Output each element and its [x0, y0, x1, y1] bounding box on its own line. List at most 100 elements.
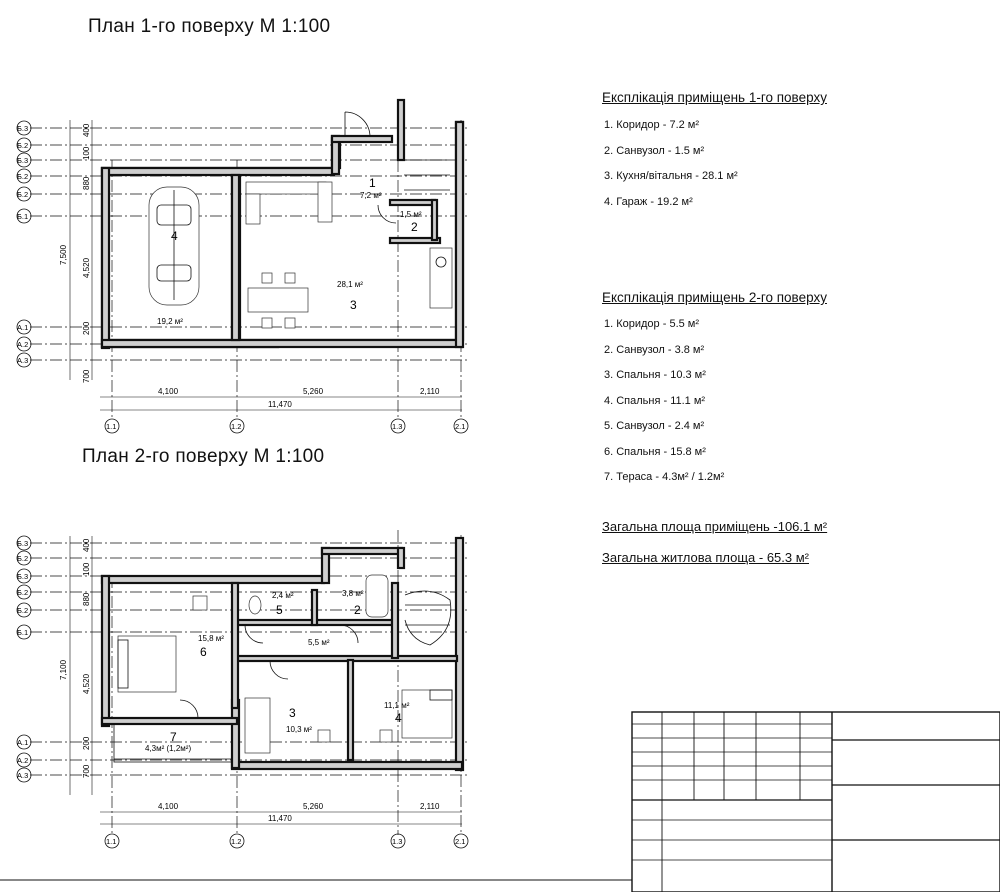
dimension-label: 200 — [82, 321, 91, 335]
explication2-title: Експлікація приміщень 2-го поверху — [602, 290, 827, 305]
axis-label: Б.2 — [17, 606, 28, 615]
bed-icon — [401, 689, 453, 739]
floor1-dimensions: 4,100 5,260 2,110 11,470 7,500 400 100 8… — [59, 120, 462, 411]
axis-label: Б.3 — [17, 124, 28, 133]
door-icon — [377, 204, 397, 224]
axis-label: 1.1 — [106, 422, 116, 431]
dimension-total: 7,100 — [59, 659, 68, 680]
axis-label: 1.2 — [231, 837, 241, 846]
room-number: 3 — [350, 298, 357, 312]
axis-label: 1.2 — [231, 422, 241, 431]
entrance-door-icon — [344, 111, 371, 138]
dining-table-icon — [247, 272, 309, 329]
list-item: 7. Тераса - 4.3м² / 1.2м² — [604, 471, 725, 483]
room-number: 4 — [171, 229, 178, 243]
explication1-list: 1. Коридор - 7.2 м² 2. Санвузол - 1.5 м²… — [604, 119, 738, 221]
list-item: 2. Санвузол - 1.5 м² — [604, 144, 705, 157]
axis-label: 1.3 — [392, 837, 402, 846]
room-area: 11,1 м² — [384, 701, 410, 710]
room-area: 2,4 м² — [272, 591, 294, 600]
axis-label: 1.1 — [106, 837, 116, 846]
dimension-label: 880 — [82, 592, 91, 606]
explication2-list: 1. Коридор - 5.5 м² 2. Санвузол - 3.8 м²… — [604, 318, 724, 497]
axis-label: Б.2 — [17, 172, 28, 181]
door-icon — [269, 660, 289, 680]
room-area: 1,5 м² — [400, 210, 422, 219]
room-area: 19,2 м² — [157, 317, 183, 326]
axis-label: Б.2 — [17, 554, 28, 563]
room-number: 2 — [354, 603, 361, 617]
dimension-label: 4,520 — [82, 257, 91, 278]
dimension-label: 880 — [82, 176, 91, 190]
floor2-axis-markers: Б.3 Б.2 Б.3 Б.2 Б.2 Б.1 А.1 А.2 А.3 1.1 … — [16, 535, 469, 849]
room-area: 3,8 м² — [342, 589, 364, 598]
axis-label: А.2 — [17, 756, 28, 765]
room-area: 5,5 м² — [308, 638, 330, 647]
axis-label: А.1 — [17, 323, 28, 332]
stairs-icon — [404, 159, 450, 191]
room-number: 7 — [170, 730, 177, 744]
floor2-title: План 2-го поверху М 1:100 — [82, 446, 325, 467]
room-number: 2 — [411, 220, 418, 234]
axis-label: Б.2 — [17, 141, 28, 150]
total-area: Загальна площа приміщень -106.1 м² — [602, 519, 828, 534]
title-block-stamp — [0, 711, 1000, 892]
terrace-railing — [113, 723, 233, 763]
room-number: 4 — [395, 711, 402, 725]
chair-icon — [192, 595, 393, 743]
dimension-label: 700 — [82, 764, 91, 778]
dimension-label: 200 — [82, 736, 91, 750]
dimension-label: 5,260 — [303, 387, 324, 396]
axis-label: Б.2 — [17, 588, 28, 597]
dimension-label: 5,260 — [303, 802, 324, 811]
axis-label: Б.1 — [17, 212, 28, 221]
bed-icon — [117, 635, 177, 693]
explication1-title: Експлікація приміщень 1-го поверху — [602, 90, 827, 105]
axis-label: А.2 — [17, 340, 28, 349]
door-icon — [179, 699, 199, 719]
axis-label: Б.2 — [17, 190, 28, 199]
dimension-label: 2,110 — [420, 387, 440, 396]
room-area: 7,2 м² — [360, 191, 382, 200]
dimension-label: 4,100 — [158, 802, 179, 811]
floor2-plan: 3,8 м² 2 3 10,3 м² 11,1 м² 4 2,4 м² 5 15… — [16, 530, 470, 849]
list-item: 3. Кухня/вітальня - 28.1 м² — [604, 170, 738, 182]
floor2-dimensions: 4,100 5,260 2,110 11,470 7,100 400 100 8… — [59, 536, 462, 825]
floor1-walls — [100, 98, 465, 350]
list-item: 3. Спальня - 10.3 м² — [604, 369, 706, 381]
door-icon — [244, 624, 264, 644]
axis-label: Б.3 — [17, 572, 28, 581]
living-area: Загальна житлова площа - 65.3 м² — [602, 550, 809, 565]
dimension-label: 400 — [82, 123, 91, 137]
room-number: 1 — [369, 176, 376, 190]
dimension-label: 100 — [82, 146, 91, 160]
room-area: 15,8 м² — [198, 634, 224, 643]
list-item: 5. Санвузол - 2.4 м² — [604, 420, 705, 432]
list-item: 6. Спальня - 15.8 м² — [604, 445, 706, 458]
room-area: 10,3 м² — [286, 725, 312, 734]
axis-label: А.3 — [17, 771, 28, 780]
list-item: 4. Гараж - 19.2 м² — [604, 195, 693, 208]
floor1-title: План 1-го поверху М 1:100 — [88, 16, 331, 37]
axis-label: Б.3 — [17, 539, 28, 548]
list-item: 2. Санвузол - 3.8 м² — [604, 343, 705, 356]
dimension-label: 4,100 — [158, 387, 179, 396]
axis-label: А.3 — [17, 356, 28, 365]
kitchen-counter-icon — [245, 181, 453, 309]
floor1-plan: 1 7,2 м² 2 1,5 м² 3 28,1 м² 4 19,2 м² 4,… — [16, 98, 470, 434]
room-area: 4,3м² (1,2м²) — [145, 744, 191, 753]
room-number: 3 — [289, 706, 296, 720]
room-area: 28,1 м² — [337, 280, 363, 289]
room-number: 6 — [200, 645, 207, 659]
dimension-label: 100 — [82, 562, 91, 576]
dimension-label: 4,520 — [82, 673, 91, 694]
toilet-icon — [248, 595, 262, 615]
list-item: 4. Спальня - 11.1 м² — [604, 394, 706, 407]
dimension-total: 11,470 — [268, 814, 292, 823]
bathtub-icon — [365, 574, 389, 618]
room-number: 5 — [276, 603, 283, 617]
axis-label: Б.3 — [17, 156, 28, 165]
axis-label: 2.1 — [455, 837, 465, 846]
door-icon — [339, 624, 359, 644]
